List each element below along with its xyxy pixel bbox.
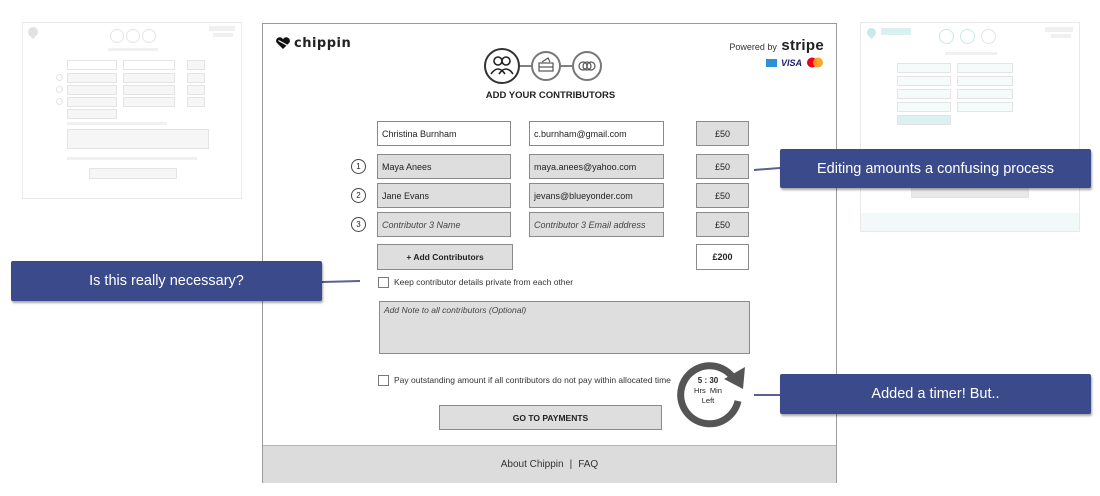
powered-by-stripe: Powered by stripe VISA xyxy=(729,37,824,68)
private-details-checkbox[interactable] xyxy=(378,277,389,288)
contributor-1-email-field[interactable]: maya.anees@yahoo.com xyxy=(529,154,664,179)
step-payment-card-icon xyxy=(531,51,561,81)
timer-units: Hrs Min xyxy=(694,386,722,395)
contributor-number-3: 3 xyxy=(351,217,366,232)
heart-logo-icon xyxy=(25,24,41,40)
contributor-number-2: 2 xyxy=(351,188,366,203)
heart-logo-icon xyxy=(865,26,878,39)
callout-timer: Added a timer! But.. xyxy=(780,374,1091,414)
refresh-arrow-icon xyxy=(677,362,745,428)
contributor-2-amount[interactable]: £50 xyxy=(696,183,749,208)
step-contributors-icon xyxy=(484,48,520,84)
organiser-email-field[interactable]: c.burnham@gmail.com xyxy=(529,121,664,146)
timer-value: 5 : 30 xyxy=(697,376,719,385)
footer: About Chippin | FAQ xyxy=(263,445,836,483)
visa-card-icon: VISA xyxy=(780,57,802,68)
contributor-3-amount[interactable]: £50 xyxy=(696,212,749,237)
powered-by-label: Powered by xyxy=(729,42,777,52)
timer-suffix: Left xyxy=(701,396,715,405)
total-amount: £200 xyxy=(696,244,749,270)
contributors-screen: chippin xyxy=(262,23,837,483)
add-contributors-button[interactable]: + Add Contributors xyxy=(377,244,513,270)
contributor-number-1: 1 xyxy=(351,159,366,174)
pay-outstanding-checkbox[interactable] xyxy=(378,375,389,386)
countdown-timer: 5 : 30 Hrs Min Left xyxy=(672,357,752,431)
footer-separator: | xyxy=(569,459,573,470)
step-indicator xyxy=(482,46,612,86)
chippin-logo[interactable]: chippin xyxy=(275,36,351,51)
organiser-amount[interactable]: £50 xyxy=(696,121,749,146)
contributor-2-name-field[interactable]: Jane Evans xyxy=(377,183,511,208)
page-title: ADD YOUR CONTRIBUTORS xyxy=(485,90,616,101)
step-coins-icon xyxy=(572,51,602,81)
contributor-1-name-field[interactable]: Maya Anees xyxy=(377,154,511,179)
callout-editing-amounts: Editing amounts a confusing process xyxy=(780,149,1091,188)
stripe-logo: stripe xyxy=(781,37,824,54)
about-chippin-link[interactable]: About Chippin xyxy=(500,459,564,470)
contributor-3-email-field[interactable]: Contributor 3 Email address xyxy=(529,212,664,237)
callout-necessary: Is this really necessary? xyxy=(11,261,322,301)
organiser-name-field[interactable]: Christina Burnham xyxy=(377,121,511,146)
note-textarea[interactable]: Add Note to all contributors (Optional) xyxy=(379,301,750,354)
pay-outstanding-label: Pay outstanding amount if all contributo… xyxy=(394,375,671,385)
faq-link[interactable]: FAQ xyxy=(578,459,599,470)
next-screen-thumbnail xyxy=(860,22,1080,232)
heart-logo-icon xyxy=(276,37,290,49)
contributor-2-email-field[interactable]: jevans@blueyonder.com xyxy=(529,183,664,208)
mastercard-icon xyxy=(807,57,823,68)
previous-screen-thumbnail xyxy=(22,22,242,199)
contributor-3-name-field[interactable]: Contributor 3 Name xyxy=(377,212,511,237)
private-details-label: Keep contributor details private from ea… xyxy=(394,277,574,287)
contributor-1-amount[interactable]: £50 xyxy=(696,154,749,179)
go-to-payments-button[interactable]: GO TO PAYMENTS xyxy=(439,405,662,430)
brand-name: chippin xyxy=(294,36,352,51)
amex-card-icon xyxy=(765,58,777,67)
